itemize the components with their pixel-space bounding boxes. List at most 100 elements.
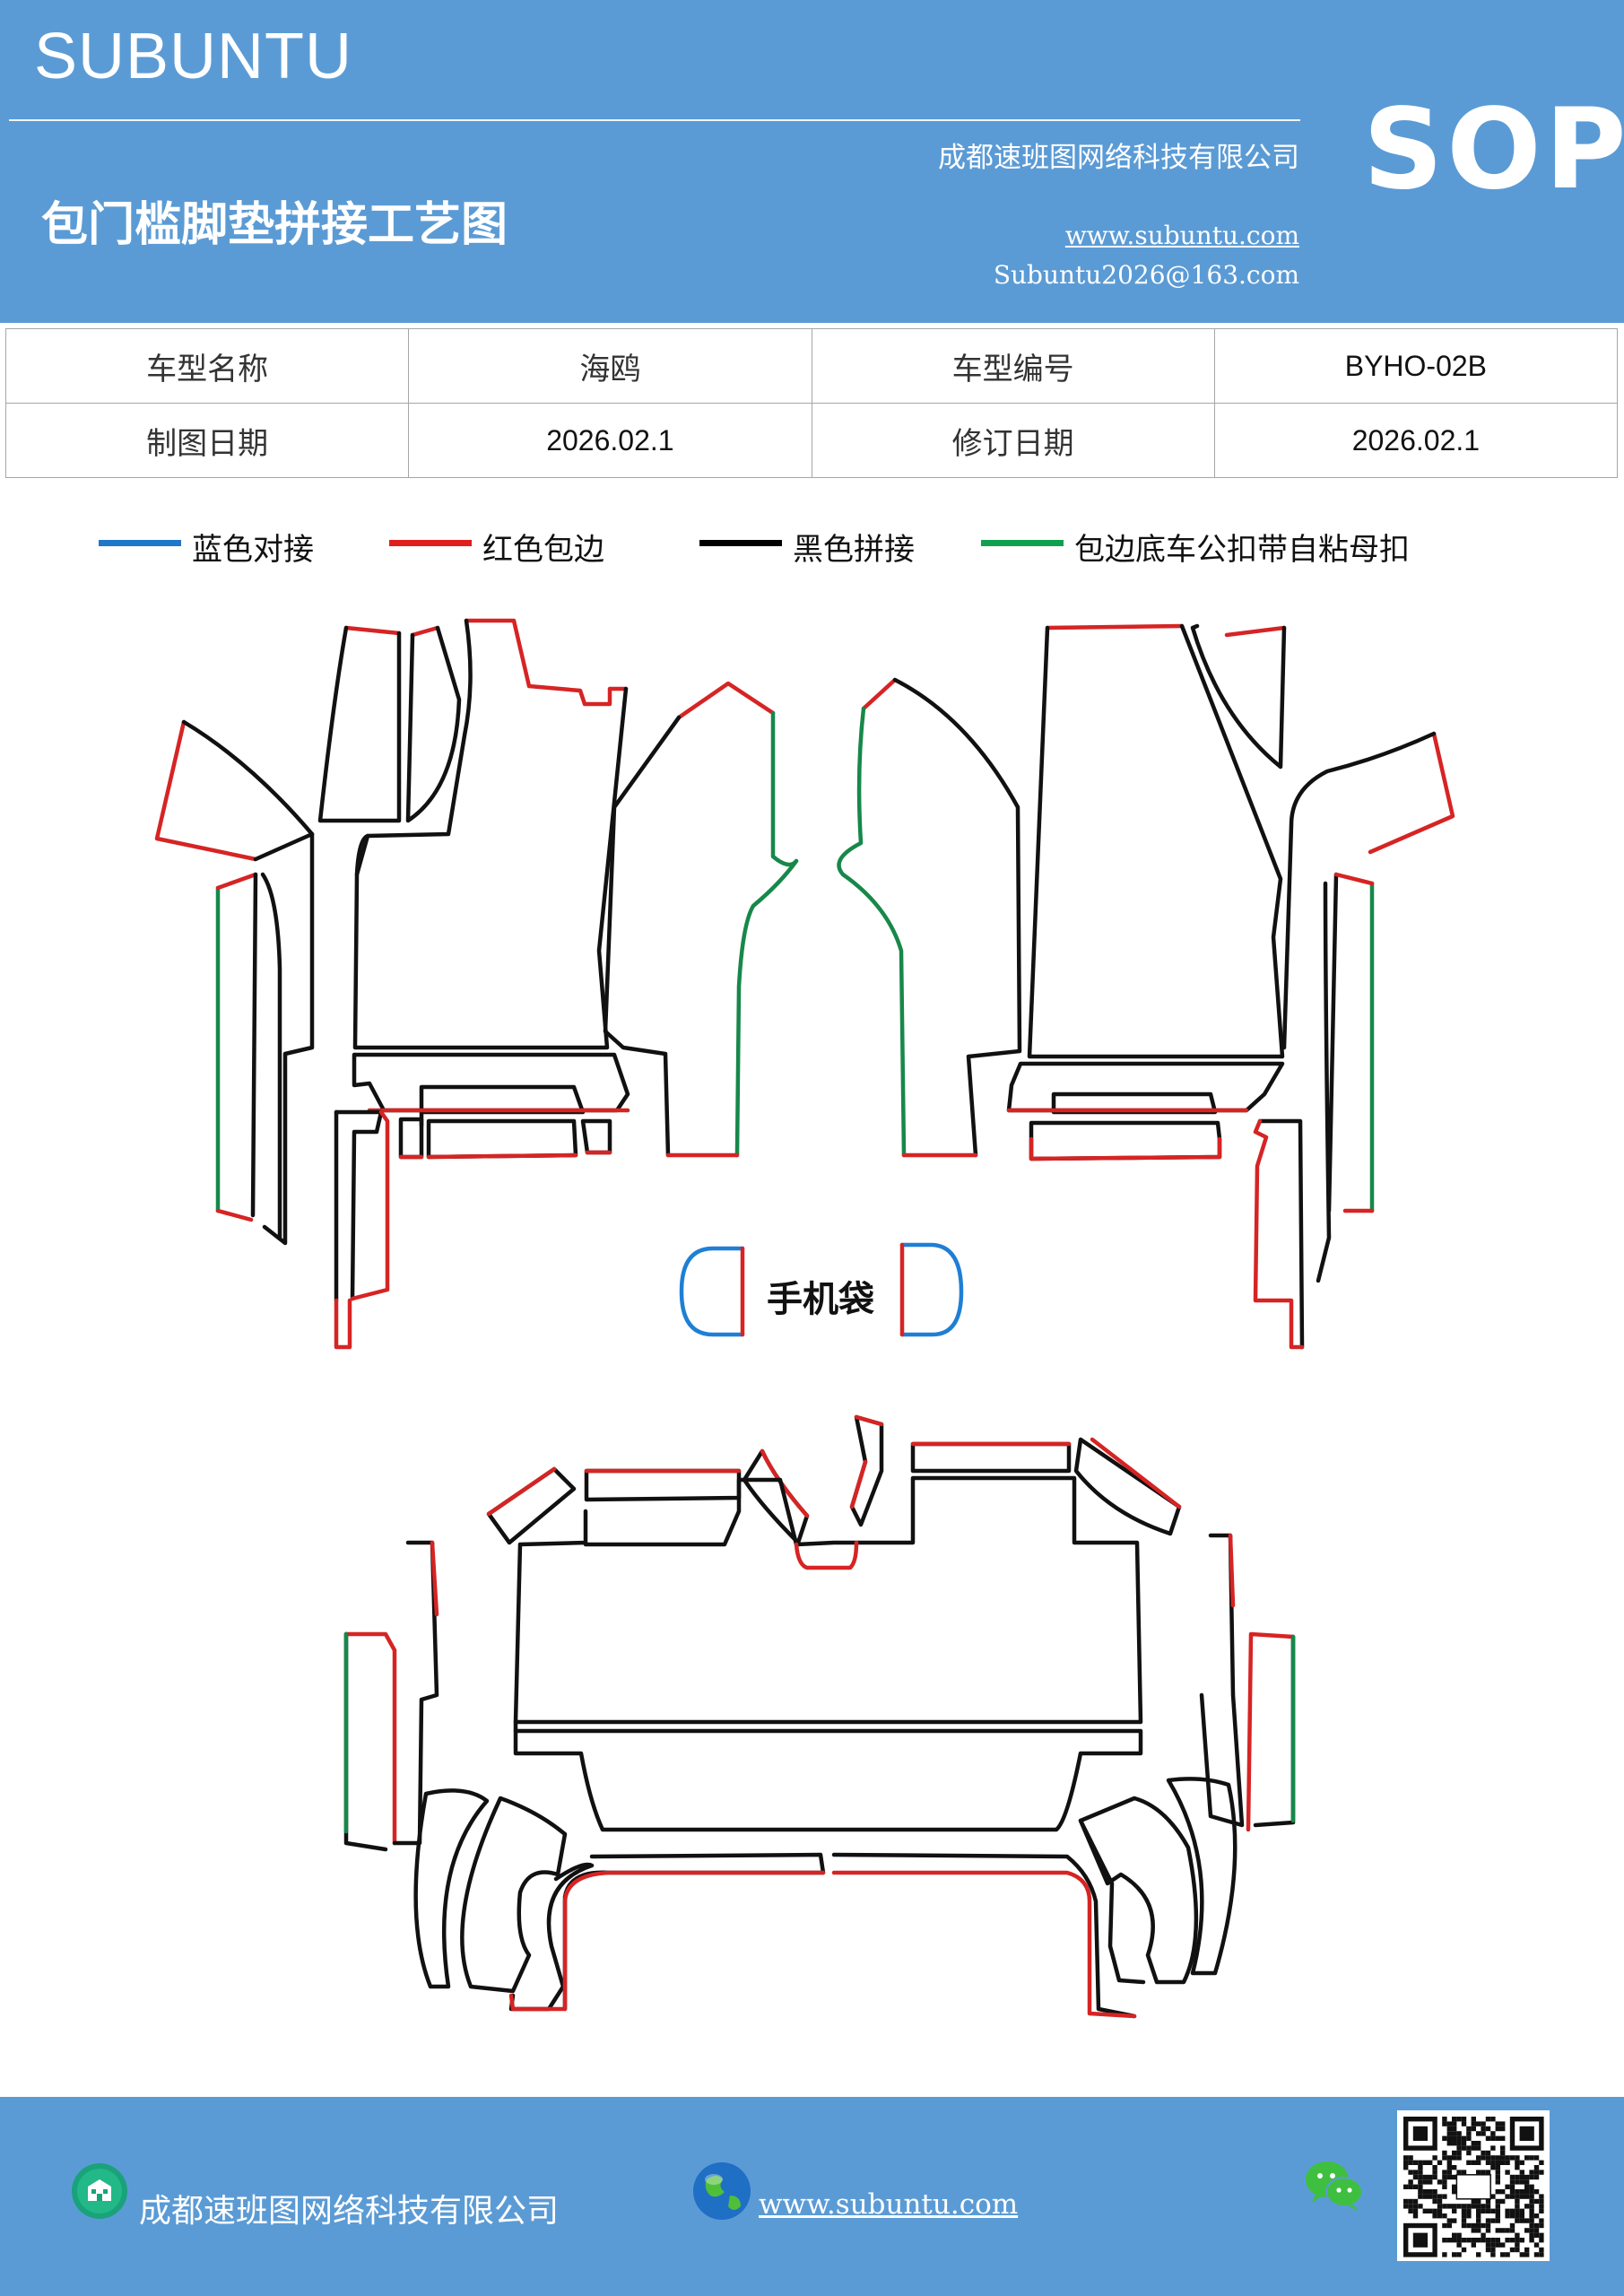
mat-piece	[1368, 731, 1455, 855]
mat-piece	[181, 719, 315, 1246]
sop-badge: SOP	[1363, 85, 1624, 214]
mat-piece	[1006, 1061, 1285, 1113]
table-row: 制图日期 2026.02.1 修订日期 2026.02.1	[4, 403, 1619, 478]
mat-piece	[513, 1475, 1143, 1725]
footer-website-link[interactable]: www.subuntu.com	[759, 2188, 1019, 2221]
website-link[interactable]: www.subuntu.com	[1064, 221, 1299, 250]
mat-piece	[426, 1118, 578, 1160]
mat-piece	[460, 1796, 568, 1994]
mat-piece	[464, 618, 629, 707]
mat-piece	[215, 872, 258, 1222]
legend-label: 蓝色对接	[192, 532, 314, 568]
mat-piece	[849, 1414, 884, 1509]
mat-piece	[837, 706, 907, 1158]
mat-piece	[849, 1414, 884, 1527]
mat-piece	[1253, 1118, 1305, 1350]
mat-piece	[343, 1631, 397, 1846]
mat-piece	[1246, 1631, 1296, 1832]
phone-pocket: 手机袋	[679, 1242, 964, 1337]
mat-piece	[742, 1448, 810, 1545]
left-front-mats	[154, 618, 799, 1350]
vehicle-info-table: 车型名称 海鸥 车型编号 BYHO-02B 制图日期 2026.02.1 修订日…	[4, 328, 1619, 478]
label-model-name: 车型名称	[4, 328, 410, 404]
table-row: 车型名称 海鸥 车型编号 BYHO-02B	[4, 328, 1619, 404]
label-model-code: 车型编号	[811, 328, 1215, 404]
label-revision-date: 修订日期	[811, 403, 1215, 478]
mat-piece	[910, 1441, 1072, 1474]
mat-piece	[1073, 1437, 1182, 1536]
mat-piece	[352, 618, 629, 1050]
mat-piece	[603, 715, 682, 1158]
mat-piece	[1027, 623, 1285, 1059]
mat-piece	[508, 1993, 566, 2012]
mat-piece	[1078, 1796, 1199, 1985]
legend-label: 红色包边	[482, 532, 604, 568]
legend-label: 黑色拼接	[793, 532, 915, 568]
mat-piece	[1078, 1818, 1146, 1985]
document-title: 包门槛脚垫拼接工艺图	[41, 198, 508, 252]
footer-company: 成都速班图网络科技有限公司	[139, 2193, 560, 2230]
mat-piece	[343, 625, 402, 636]
mat-piece	[1224, 625, 1287, 638]
mat-piece	[334, 1109, 384, 1301]
mat-piece	[1190, 623, 1287, 770]
mat-piece	[410, 625, 440, 638]
mat-piece	[1029, 1120, 1222, 1161]
mat-piece	[1281, 731, 1437, 1050]
pocket-label: 手机袋	[767, 1279, 874, 1320]
qr-code	[1397, 2110, 1550, 2261]
floor-mat-diagram: 手机袋	[154, 618, 1455, 2019]
legend-swatch	[99, 540, 181, 546]
mat-piece	[352, 1052, 630, 1113]
mat-piece	[794, 1540, 859, 1570]
wechat-icon	[1306, 2161, 1363, 2212]
mat-piece	[513, 1728, 1143, 1832]
pocket-left-edge	[679, 1246, 745, 1337]
mat-piece	[334, 1298, 352, 1350]
email-address[interactable]: Subuntu2026@163.com	[993, 260, 1299, 290]
mat-piece	[584, 1468, 742, 1502]
mat-piece	[1316, 872, 1339, 1283]
rear-mats	[343, 1414, 1296, 2019]
mat-piece	[350, 1109, 390, 1301]
label-draw-date: 制图日期	[4, 403, 410, 478]
mat-piece	[154, 719, 258, 862]
legend-swatch	[981, 540, 1064, 546]
legend-label: 包边底车公扣带自粘母扣	[1074, 532, 1410, 568]
mat-piece	[1333, 872, 1375, 1213]
right-front-mats	[837, 623, 1455, 1350]
mat-piece	[413, 1788, 490, 1989]
company-name: 成都速班图网络科技有限公司	[938, 142, 1299, 174]
value-model-name: 海鸥	[408, 328, 812, 404]
legend-swatch	[389, 540, 472, 546]
mat-piece	[405, 625, 462, 823]
mat-piece	[580, 1118, 612, 1155]
mat-piece	[1090, 1437, 1182, 1509]
value-draw-date: 2026.02.1	[408, 403, 812, 478]
mat-piece	[398, 1117, 424, 1160]
mat-piece	[892, 677, 1022, 1158]
mat-piece	[250, 872, 282, 1240]
mat-piece	[1045, 623, 1185, 631]
header-divider	[9, 119, 1300, 121]
mat-piece	[770, 710, 799, 867]
value-model-code: BYHO-02B	[1213, 328, 1619, 404]
mat-piece	[508, 1862, 595, 2012]
mat-piece	[354, 833, 370, 877]
mat-piece	[1166, 1777, 1238, 1976]
mat-piece	[1257, 1118, 1305, 1350]
mat-piece	[831, 1870, 1137, 2019]
legend-swatch	[699, 540, 782, 546]
mat-piece	[1228, 1533, 1236, 1608]
mat-piece	[734, 858, 799, 1158]
pocket-right-edge	[899, 1242, 964, 1337]
footer-banner: 成都速班图网络科技有限公司 www.subuntu.com	[0, 2097, 1624, 2296]
mat-piece	[486, 1466, 557, 1517]
mat-piece	[562, 1852, 826, 2012]
mat-piece	[430, 1540, 439, 1617]
value-revision-date: 2026.02.1	[1213, 403, 1619, 478]
header-banner: SUBUNTU 包门槛脚垫拼接工艺图 成都速班图网络科技有限公司 www.sub…	[0, 0, 1624, 323]
globe-icon	[693, 2162, 751, 2220]
mat-piece	[1029, 1136, 1222, 1161]
mat-piece	[562, 1870, 826, 2012]
